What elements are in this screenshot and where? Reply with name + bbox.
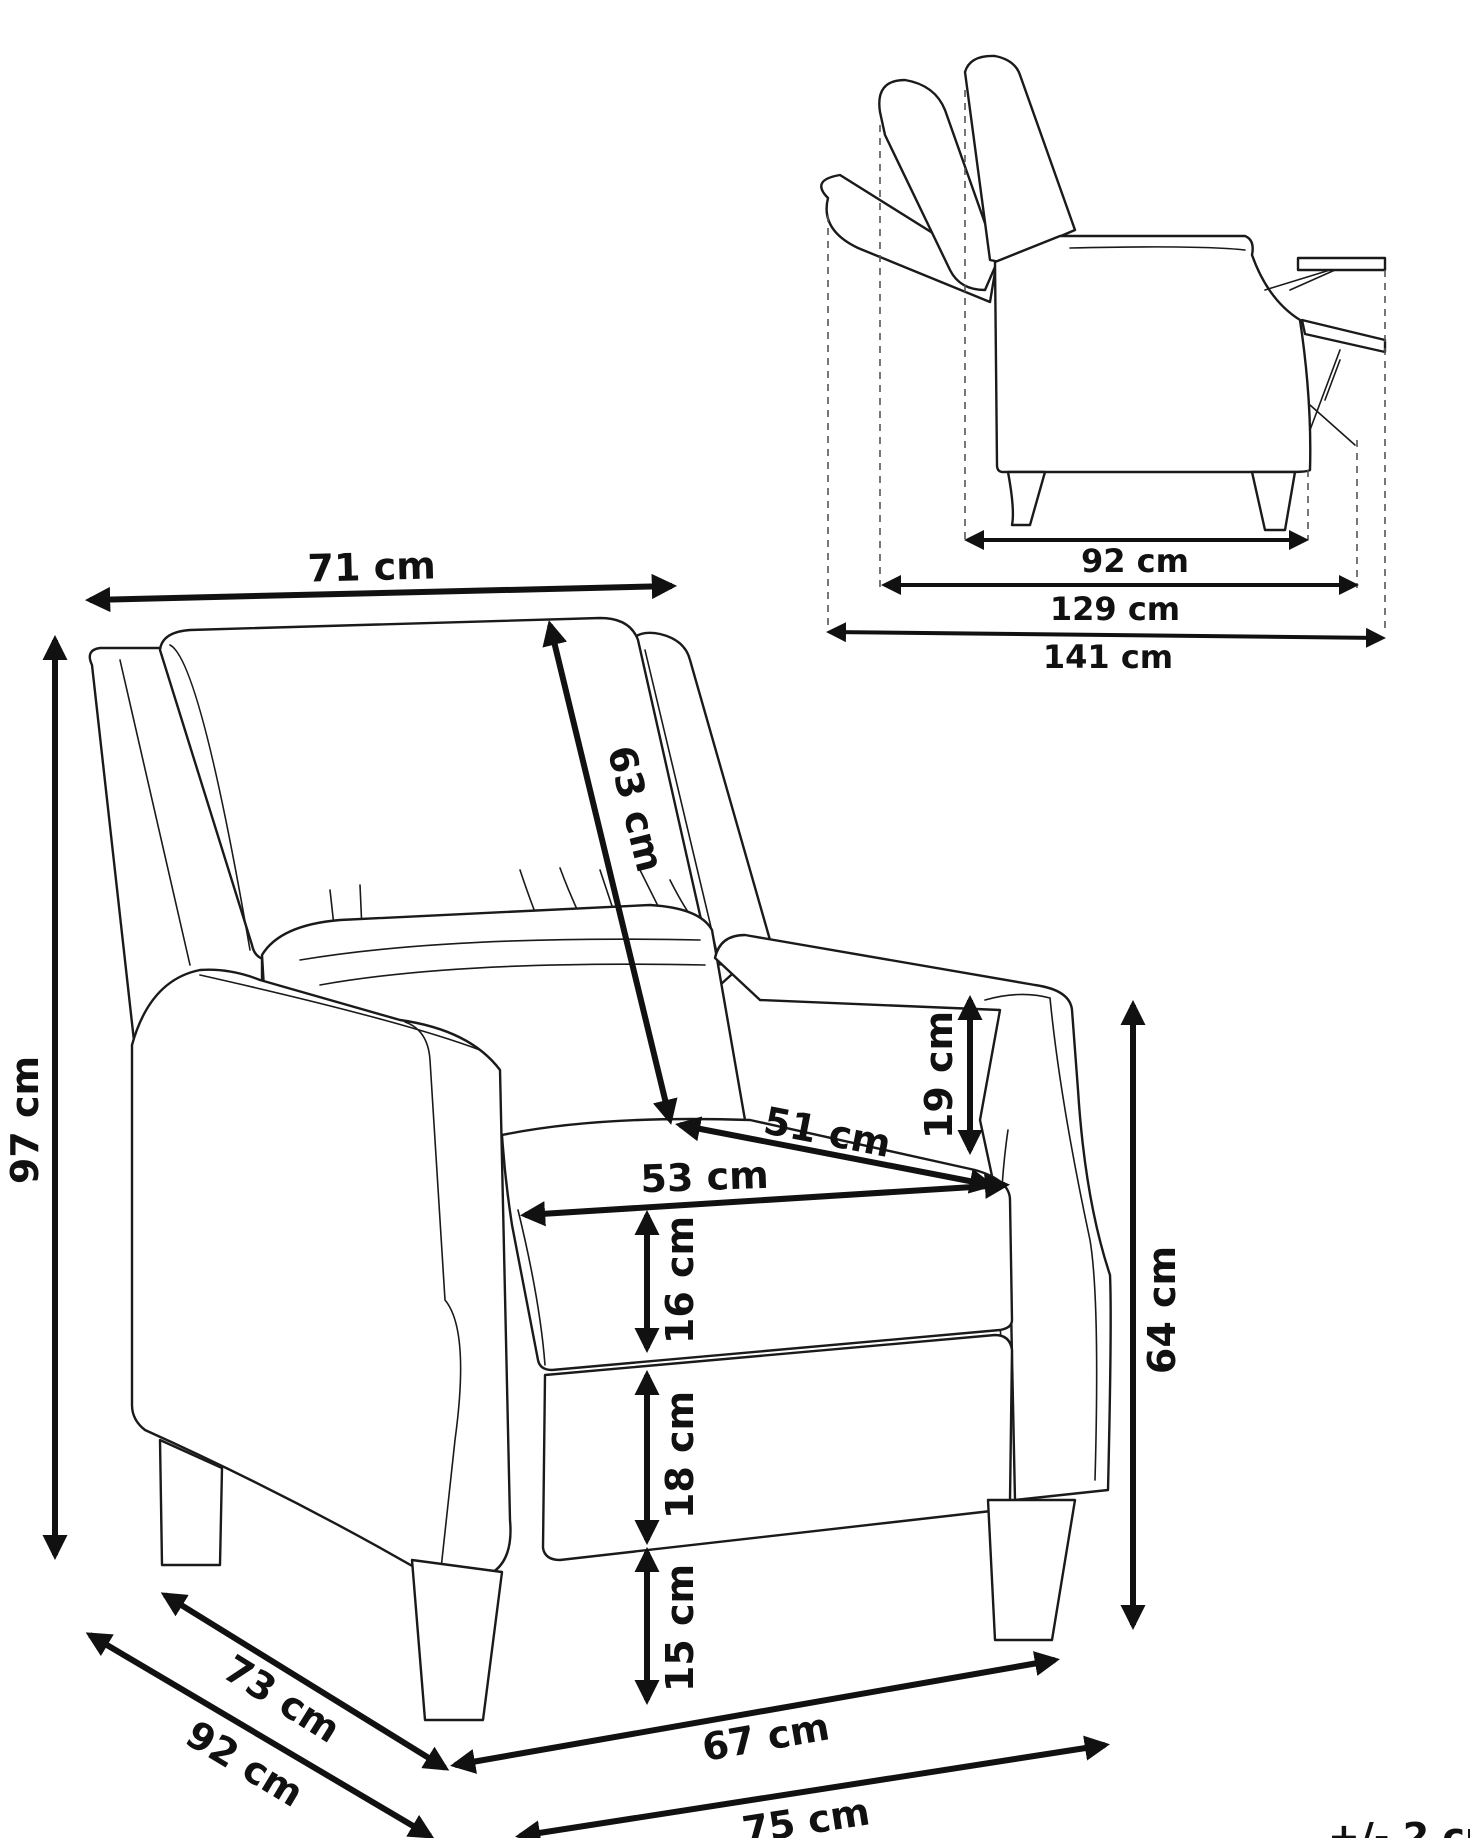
leg-front-left	[410, 1558, 504, 1722]
dimension-lines	[42, 530, 1386, 1838]
back-recline-mid	[878, 78, 1000, 292]
side-body	[993, 234, 1312, 474]
label-height-total: 97 cm	[3, 1056, 47, 1184]
left-arm	[130, 968, 512, 1584]
label-front-width: 67 cm	[699, 1704, 833, 1770]
back-upright	[963, 54, 1077, 264]
label-recline-mid: 129 cm	[1050, 590, 1180, 628]
side-leg	[1250, 470, 1297, 532]
label-base-height: 18 cm	[658, 1391, 702, 1519]
armchair-illustration	[88, 616, 1112, 1722]
side-recline-view	[820, 54, 1387, 630]
label-leg-height: 15 cm	[658, 1564, 702, 1692]
label-width-top: 71 cm	[307, 543, 436, 590]
leg-front-right	[986, 1498, 1077, 1642]
label-recline-upright: 92 cm	[1081, 542, 1189, 580]
label-cushion-height: 16 cm	[658, 1216, 702, 1344]
label-tolerance: +/- 2 cm	[1328, 1815, 1470, 1838]
front-base	[541, 1333, 1014, 1562]
label-recline-full: 141 cm	[1043, 638, 1173, 676]
right-arm	[713, 933, 1112, 1502]
label-arm-height: 19 cm	[917, 1011, 961, 1139]
footrest	[1296, 256, 1387, 272]
leg-back-left	[158, 1438, 224, 1567]
label-seat-width: 53 cm	[640, 1153, 770, 1201]
label-seat-to-floor: 64 cm	[1140, 1246, 1184, 1374]
